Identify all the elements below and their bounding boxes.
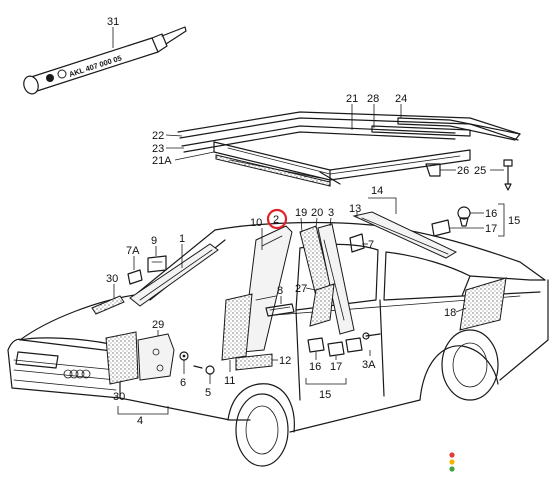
washer-6	[179, 351, 189, 374]
callout-28: 28	[367, 93, 379, 105]
callout-30-upper: 30	[106, 273, 118, 285]
rear-roof-trim	[352, 211, 458, 259]
callout-2: 2	[273, 214, 279, 226]
callout-17-lower: 17	[330, 361, 342, 373]
callout-25: 25	[474, 165, 486, 177]
tube-logo-icon	[46, 74, 54, 82]
seal-pad-lower	[105, 331, 139, 385]
a-pillar-trim	[129, 243, 219, 307]
clip-17-lower	[327, 341, 345, 360]
callout-21a: 21A	[152, 155, 172, 167]
callout-3a: 3A	[362, 359, 376, 371]
callout-9: 9	[151, 235, 157, 247]
callout-10: 10	[250, 217, 262, 229]
c-pillar-trim	[299, 223, 355, 335]
callout-15-lower: 15	[319, 389, 331, 401]
callout-15-right: 15	[508, 215, 520, 227]
highlight-circle-part-2	[266, 208, 288, 230]
pad-27	[309, 283, 335, 327]
status-indicator-icon	[449, 452, 455, 472]
rear-quarter-pad	[459, 277, 507, 331]
sealant-tube: AKL 407 000 05	[23, 26, 187, 95]
callout-16-lower: 16	[309, 361, 321, 373]
bracket-8	[265, 296, 295, 317]
tube-badge-icon	[57, 69, 67, 79]
kick-panel	[137, 333, 175, 381]
b-pillar-trim	[221, 225, 293, 361]
callout-20: 20	[311, 207, 323, 219]
screw-3a	[345, 332, 381, 356]
screw-5	[193, 365, 215, 384]
callout-13: 13	[349, 203, 361, 215]
callout-8: 8	[277, 285, 283, 297]
clip-7a	[127, 269, 143, 285]
callout-5: 5	[205, 387, 211, 399]
callout-16-upper: 16	[485, 208, 497, 220]
callout-31: 31	[107, 16, 119, 28]
callout-24: 24	[395, 93, 407, 105]
callout-26: 26	[457, 165, 469, 177]
clip-7	[349, 233, 368, 253]
bracket-9	[147, 255, 167, 273]
callout-6: 6	[180, 377, 186, 389]
callout-30-lower: 30	[113, 391, 125, 403]
audi-rings-icon	[63, 369, 91, 379]
callout-18: 18	[444, 307, 456, 319]
seal-pad-upper	[91, 295, 125, 315]
callout-27: 27	[295, 283, 307, 295]
clip-16-upper	[457, 206, 471, 227]
callout-7: 7	[368, 239, 374, 251]
callout-14: 14	[371, 185, 383, 197]
callout-12: 12	[279, 355, 291, 367]
callout-22: 22	[152, 130, 164, 142]
roof-screw	[490, 159, 513, 191]
roof-clip	[425, 163, 456, 177]
callout-11: 11	[224, 375, 235, 387]
callout-29: 29	[152, 319, 164, 331]
callout-23: 23	[152, 143, 164, 155]
callout-17-upper: 17	[485, 223, 497, 235]
cover-strip-12	[235, 353, 278, 371]
callout-19: 19	[295, 207, 307, 219]
clip-16-lower	[307, 337, 325, 360]
clip-17-upper	[431, 219, 451, 237]
callout-7a: 7A	[126, 245, 140, 257]
callout-21: 21	[346, 93, 358, 105]
callout-4: 4	[137, 415, 143, 427]
roof-frame	[177, 111, 521, 187]
callout-1: 1	[179, 233, 185, 245]
callout-3: 3	[328, 207, 334, 219]
